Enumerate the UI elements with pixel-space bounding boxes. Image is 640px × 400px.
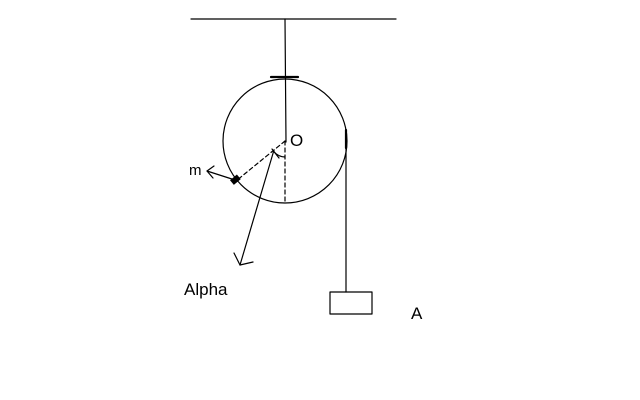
- tangent-arrow-shaft: [206, 170, 236, 181]
- support-string: [284, 18, 287, 143]
- dashed-radius: [235, 140, 286, 182]
- block-label: A: [411, 304, 423, 323]
- force-arrowhead: [233, 252, 254, 266]
- force-arrow-shaft: [239, 149, 275, 266]
- center-label: O: [290, 131, 304, 150]
- angle-tick: [271, 148, 280, 159]
- tangent-arrowhead: [206, 165, 215, 179]
- angle-label: Alpha: [184, 280, 228, 299]
- mass-label: m: [189, 162, 202, 179]
- hanging-block: [329, 291, 373, 315]
